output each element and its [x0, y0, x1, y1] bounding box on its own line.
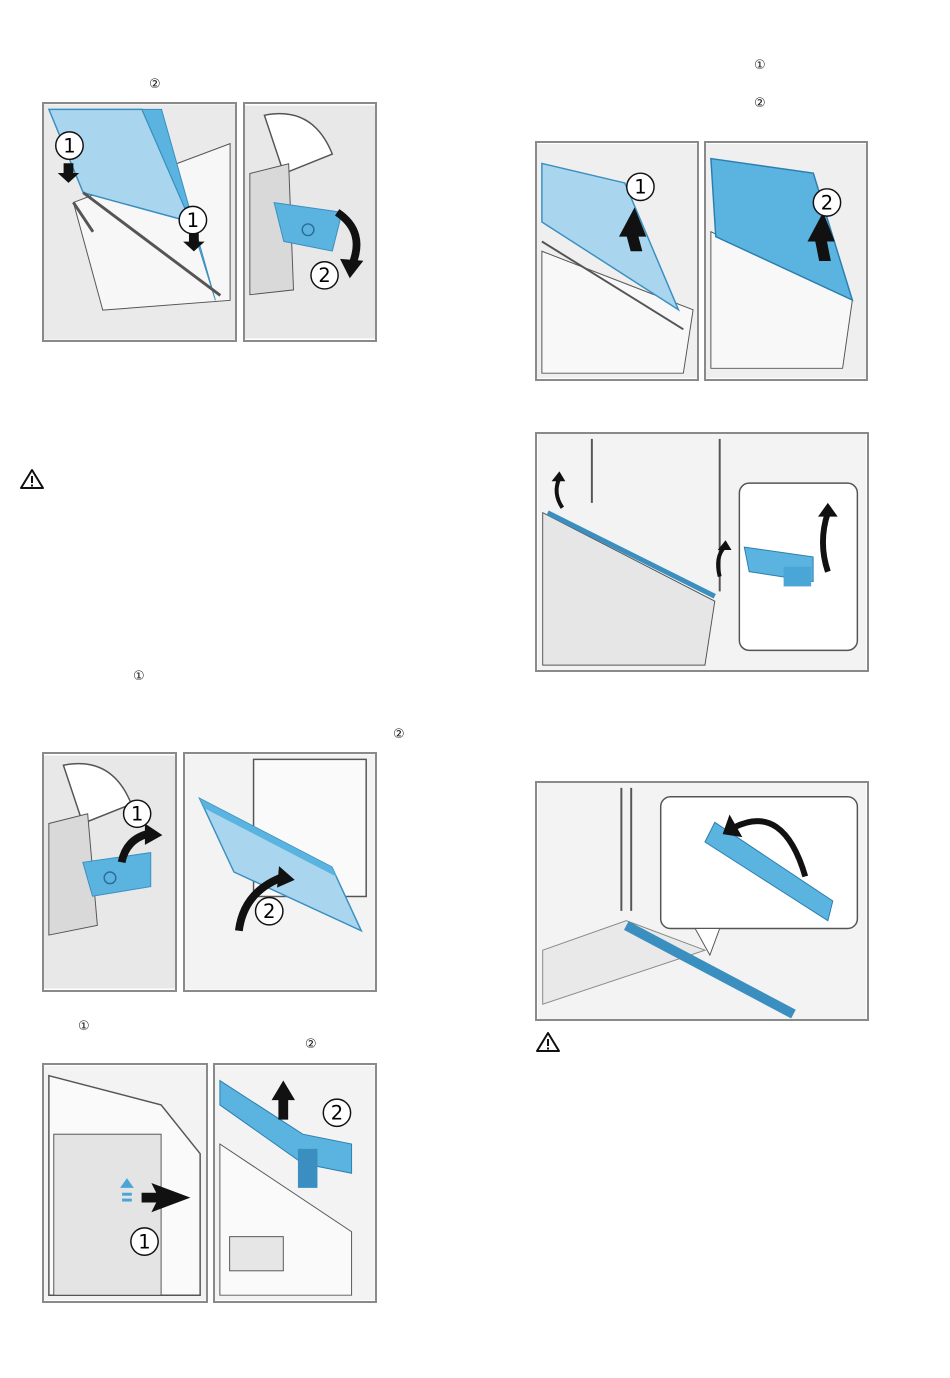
label-1: 1	[131, 803, 143, 826]
illustration-hinge-lever-down: 2	[243, 102, 377, 342]
label-1: 1	[634, 176, 646, 199]
label-2: 2	[331, 1102, 343, 1125]
label-1: 1	[63, 134, 75, 157]
illustration-lift-strip: 2	[213, 1063, 377, 1303]
illustration-press-release: 1	[42, 1063, 208, 1303]
illustration-lift-pane-2: 2	[704, 141, 868, 381]
label-1: 1	[187, 209, 199, 232]
step-marker-1: ①	[754, 59, 766, 72]
label-2: 2	[318, 264, 330, 287]
illustration-remove-seal	[535, 432, 869, 672]
illustration-close-door: 2	[183, 752, 377, 992]
illustration-lift-pane-1: 1	[535, 141, 699, 381]
illustration-hinge-lever-up: 1	[42, 752, 177, 992]
step-marker-2: ②	[754, 97, 766, 110]
label-2: 2	[263, 900, 275, 923]
illustration-install-seal	[535, 781, 869, 1021]
label-2: 2	[821, 191, 833, 214]
illustration-door-pane-hinges: 1 1	[42, 102, 237, 342]
label-1: 1	[138, 1230, 150, 1253]
step-marker-2: ②	[393, 728, 405, 741]
step-marker-2: ②	[149, 78, 161, 91]
step-marker-2: ②	[305, 1038, 317, 1051]
warning-icon	[19, 468, 45, 490]
step-marker-1: ①	[133, 670, 145, 683]
warning-icon	[535, 1031, 561, 1053]
step-marker-1: ①	[78, 1020, 90, 1033]
